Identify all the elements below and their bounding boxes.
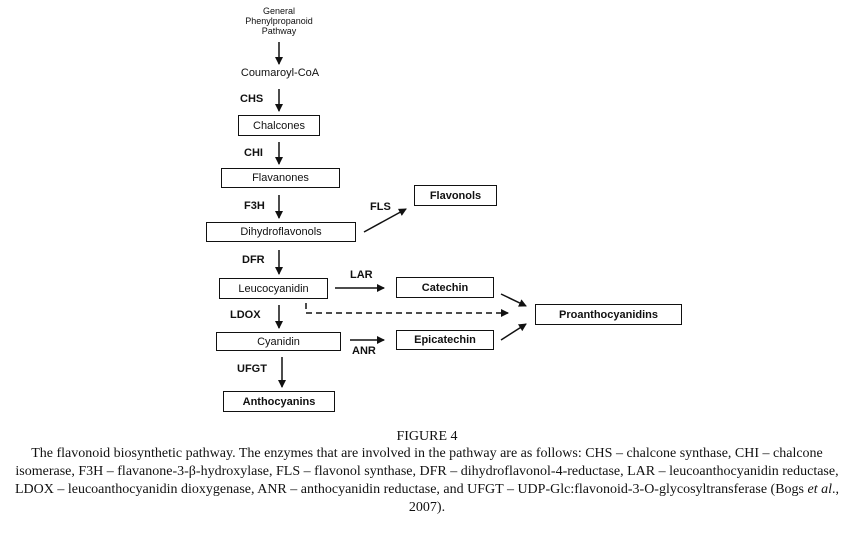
start-line-3: Pathway <box>261 26 297 36</box>
node-epicatechin: Epicatechin <box>396 330 494 350</box>
arrow-epicatechin-to-proanthocyanidins <box>500 323 527 341</box>
enzyme-fls: FLS <box>370 201 391 213</box>
flavonoid-pathway-diagram: General Phenylpropanoid Pathway Coumaroy… <box>206 6 682 412</box>
enzyme-f3h: F3H <box>244 200 265 212</box>
node-coumaroyl-coa: Coumaroyl-CoA <box>240 67 320 79</box>
caption-text-end: ., 2007). <box>408 482 839 515</box>
caption-text: The flavonoid biosynthetic pathway. The … <box>14 446 839 497</box>
figure-title: FIGURE 4 <box>396 429 458 444</box>
arrow-fls <box>363 208 407 233</box>
figure-caption: The flavonoid biosynthetic pathway. The … <box>0 445 854 517</box>
enzyme-ldox: LDOX <box>230 309 261 321</box>
enzyme-chi: CHI <box>244 147 263 159</box>
node-leucocyanidin: Leucocyanidin <box>219 278 328 299</box>
start-line-1: General <box>262 6 296 16</box>
arrows-layer <box>275 42 527 388</box>
node-dihydroflavonols: Dihydroflavonols <box>206 222 356 242</box>
node-catechin: Catechin <box>396 277 494 298</box>
node-flavanones: Flavanones <box>221 168 340 188</box>
enzyme-ufgt: UFGT <box>237 363 267 375</box>
enzyme-dfr: DFR <box>242 254 265 266</box>
figure-caption-block: FIGURE 4 The flavonoid biosynthetic path… <box>0 428 854 517</box>
node-flavonols: Flavonols <box>414 185 497 206</box>
node-anthocyanins: Anthocyanins <box>223 391 335 412</box>
start-label: General Phenylpropanoid Pathway <box>229 6 329 36</box>
enzyme-lar: LAR <box>350 269 373 281</box>
node-cyanidin: Cyanidin <box>216 332 341 351</box>
start-line-2: Phenylpropanoid <box>245 16 313 26</box>
node-proanthocyanidins: Proanthocyanidins <box>535 304 682 325</box>
arrow-dashed-leucocyanidin-to-proanthocyanidins <box>305 303 509 317</box>
arrow-catechin-to-proanthocyanidins <box>500 293 527 307</box>
node-chalcones: Chalcones <box>238 115 320 136</box>
caption-italic: et al <box>807 482 833 497</box>
enzyme-chs: CHS <box>240 93 264 105</box>
enzyme-anr: ANR <box>352 345 376 357</box>
